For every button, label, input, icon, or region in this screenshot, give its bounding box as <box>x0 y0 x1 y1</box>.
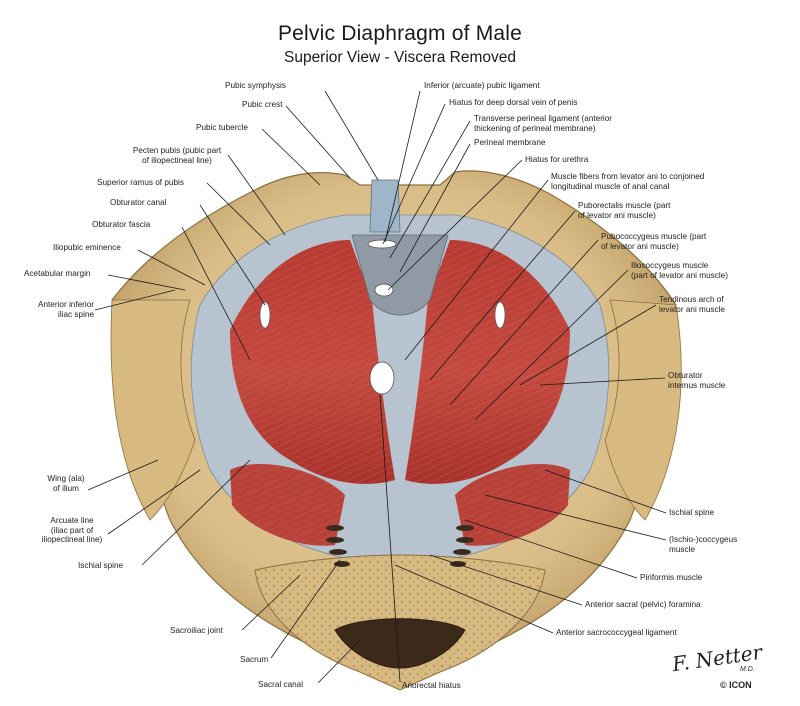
label-line: Iliococcygeus muscle <box>631 261 709 270</box>
label-pubic-crest: Pubic crest <box>242 100 283 109</box>
urethra-hiatus <box>374 283 394 297</box>
label-muscle-fibers: Muscle fibers from levator ani to conjoi… <box>551 172 704 191</box>
label-wing-ilium: Wing (ala) of ilium <box>42 474 90 493</box>
label-obturator-canal: Obturator canal <box>110 198 167 207</box>
label-line: iliopectineal line) <box>41 535 103 545</box>
label-inferior-pubic-ligament: Inferior (arcuate) pubic ligament <box>424 81 540 90</box>
label-anorectal-hiatus: Anorectal hiatus <box>402 681 461 690</box>
label-arcuate-line: Arcuate line (iliac part of iliopectinea… <box>36 516 108 545</box>
label-line: Tendinous arch of <box>659 295 724 304</box>
obturator-canal-right <box>494 301 506 329</box>
label-obturator-fascia: Obturator fascia <box>92 220 151 229</box>
label-hiatus-urethra: Hiatus for urethra <box>525 155 589 164</box>
label-pubococcygeus: Pubococcygeus muscle (part of levator an… <box>601 232 706 251</box>
label-line: (iliac part of <box>50 525 94 535</box>
label-line: Pecten pubis (pubic part <box>132 146 222 155</box>
label-line: longitudinal muscle of anal canal <box>551 181 670 191</box>
left-iliac-wing <box>110 299 196 521</box>
label-line: (part of levator ani muscle) <box>631 270 728 280</box>
artist-suffix: M.D. <box>740 666 755 673</box>
label-superior-ramus: Superior ramus of pubis <box>97 178 184 187</box>
label-line: Puborectalis muscle (part <box>578 201 671 210</box>
right-iliac-wing <box>604 299 682 521</box>
label-sacrum: Sacrum <box>240 655 269 664</box>
label-iliococcygeus: Iliococcygeus muscle (part of levator an… <box>631 261 728 280</box>
label-line: of ilium <box>53 483 79 493</box>
label-anterior-sacrococcygeal: Anterior sacrococcygeal ligament <box>556 628 677 637</box>
label-line: Wing (ala) <box>47 474 85 483</box>
sacral-canal <box>334 618 466 669</box>
label-sacroiliac-joint: Sacroiliac joint <box>170 626 223 635</box>
label-line: Anterior inferior <box>38 300 94 309</box>
label-iliopubic-eminence: Iliopubic eminence <box>53 243 121 252</box>
label-line: levator ani muscle <box>659 304 725 314</box>
leader-lines <box>87 90 667 684</box>
label-ischial-spine-right: Ischial spine <box>669 508 715 517</box>
label-pubic-symphysis: Pubic symphysis <box>225 81 286 90</box>
label-line: of levator ani muscle) <box>578 210 656 220</box>
obturator-canal-left <box>259 301 271 329</box>
label-anterior-sacral-foramina: Anterior sacral (pelvic) foramina <box>585 600 701 609</box>
label-hiatus-dorsal-vein: Hiatus for deep dorsal vein of penis <box>449 98 578 107</box>
dorsal-vein-hiatus <box>367 239 397 249</box>
label-line: of levator ani muscle) <box>601 241 679 251</box>
label-line: Arcuate line <box>50 516 94 525</box>
pubic-symphysis <box>369 179 401 233</box>
publisher-mark: © ICON <box>720 680 752 690</box>
label-puborectalis: Puborectalis muscle (part of levator ani… <box>578 201 670 220</box>
label-line: iliac spine <box>58 309 94 319</box>
label-line: thickening of perineal membrane) <box>474 123 596 133</box>
label-line: Pubococcygeus muscle (part <box>601 232 707 241</box>
label-pubic-tubercle: Pubic tubercle <box>196 123 248 132</box>
anorectal-hiatus <box>369 361 395 395</box>
label-ischial-spine-left: Ischial spine <box>78 561 124 570</box>
label-line: muscle <box>669 544 695 554</box>
label-anterior-inferior-iliac-spine: Anterior inferior iliac spine <box>16 300 94 319</box>
diagram-title: Pelvic Diaphragm of Male <box>277 22 523 45</box>
label-line: (Ischio-)coccygeus <box>669 535 738 544</box>
diagram-subtitle: Superior View - Viscera Removed <box>283 49 517 66</box>
label-line: internus muscle <box>668 380 726 390</box>
label-perineal-membrane: Perineal membrane <box>474 138 546 147</box>
label-acetabular-margin: Acetabular margin <box>24 269 91 278</box>
label-obturator-internus: Obturator internus muscle <box>668 371 725 390</box>
label-sacral-canal: Sacral canal <box>258 680 304 689</box>
label-ischiococcygeus: (Ischio-)coccygeus muscle <box>669 535 737 554</box>
label-transverse-perineal-ligament: Transverse perineal ligament (anterior t… <box>474 114 612 133</box>
label-line: Muscle fibers from levator ani to conjoi… <box>551 172 705 181</box>
label-line: Obturator <box>668 371 703 380</box>
sacral-foramina <box>326 525 474 567</box>
label-tendinous-arch: Tendinous arch of levator ani muscle <box>659 295 725 314</box>
label-line: of iliopectineal line) <box>142 155 212 165</box>
label-line: Transverse perineal ligament (anterior <box>474 114 613 123</box>
label-pecten-pubis: Pecten pubis (pubic part of iliopectinea… <box>125 146 229 165</box>
label-piriformis: Piriformis muscle <box>640 573 703 582</box>
